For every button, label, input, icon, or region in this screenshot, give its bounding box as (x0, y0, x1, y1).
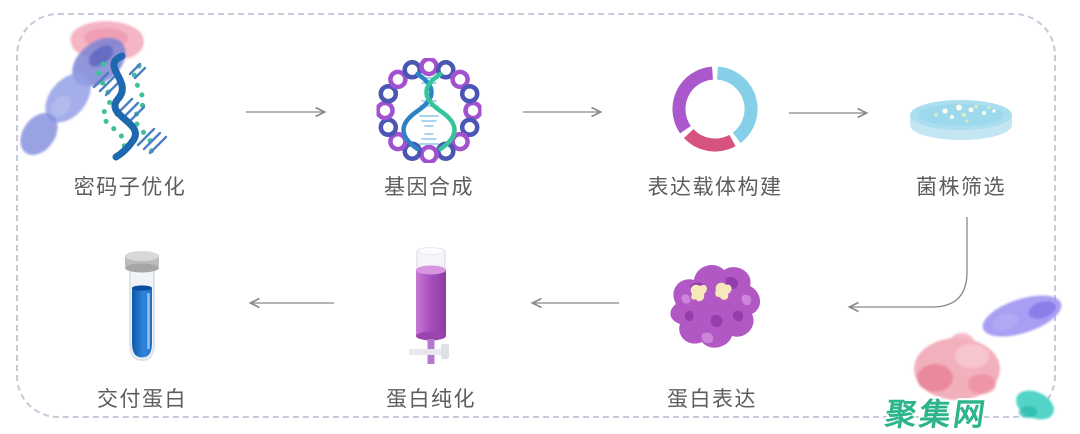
petri-dish-icon (905, 92, 1017, 155)
watermark-text: 聚集网 (883, 397, 991, 432)
step-codon-optimization: 密码子优化 (20, 40, 240, 200)
dna-strand-icon (75, 52, 185, 169)
step-protein-purification: 蛋白纯化 (321, 246, 541, 411)
step-gene-synthesis: 基因合成 (319, 40, 539, 200)
step-strain-screening: 菌株筛选 (851, 40, 1071, 200)
purification-column-icon (402, 246, 460, 381)
vector-ring-icon (667, 61, 763, 162)
step-label-gene-synthesis: 基因合成 (384, 176, 474, 199)
step-protein-delivery: 交付蛋白 (32, 246, 252, 411)
plasmid-icon (375, 56, 483, 168)
step-protein-expression: 蛋白表达 (602, 246, 822, 411)
step-label-protein-purification: 蛋白纯化 (386, 388, 476, 411)
step-label-strain-screening: 菌株筛选 (916, 176, 1006, 199)
step-label-protein-expression: 蛋白表达 (667, 388, 757, 411)
step-vector-construction: 表达载体构建 (605, 40, 825, 200)
protein-blob-icon (658, 256, 766, 361)
test-tube-icon (116, 248, 168, 373)
dashed-border-frame (16, 13, 1056, 418)
step-label-vector-construction: 表达载体构建 (647, 176, 783, 199)
step-label-codon-optimization: 密码子优化 (73, 176, 187, 199)
step-label-protein-delivery: 交付蛋白 (97, 388, 187, 411)
